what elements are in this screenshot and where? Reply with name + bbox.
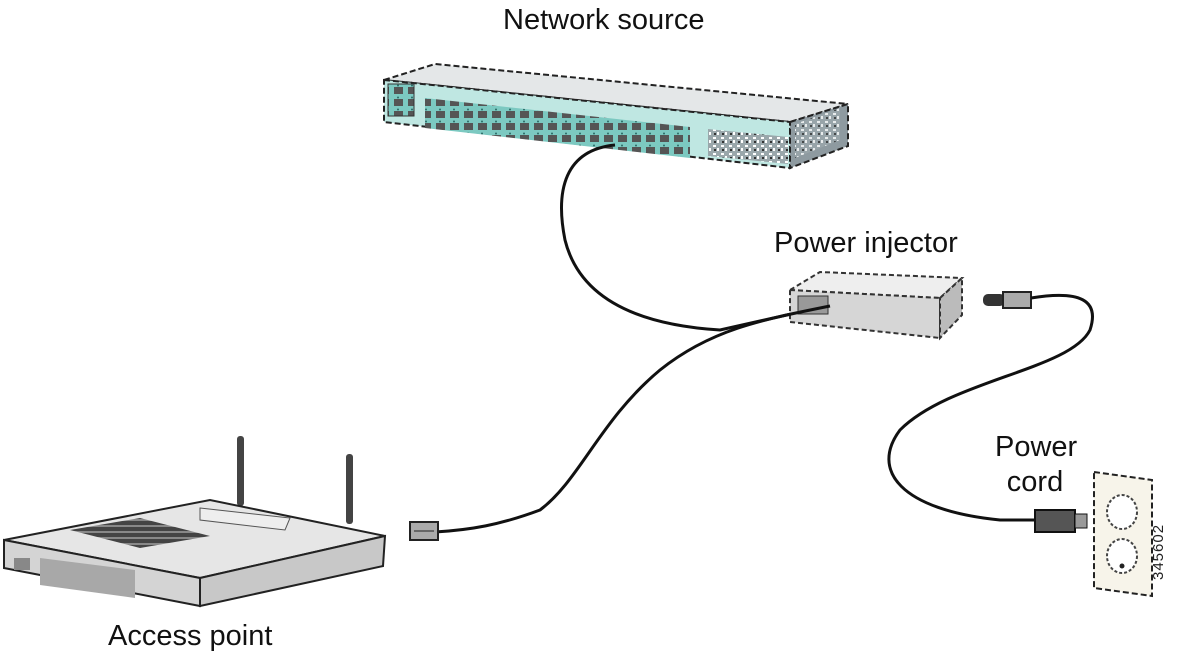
label-power-cord: Power cord (985, 430, 1085, 501)
label-power-injector: Power injector (774, 227, 958, 259)
label-network-source: Network source (503, 4, 705, 36)
network-switch-icon (383, 62, 849, 170)
dc-plug-icon (983, 291, 1032, 309)
access-point-icon (3, 436, 387, 608)
ac-plug-icon (1034, 509, 1088, 533)
label-power-cord-text: Power cord (995, 431, 1078, 499)
label-access-point: Access point (108, 620, 273, 652)
rj45-connector-icon (409, 521, 439, 541)
power-injector-icon (786, 270, 965, 341)
wall-outlet-icon (1093, 470, 1153, 598)
figure-id: 345602 (1150, 523, 1167, 580)
ethernet-cable-switch-to-injector (560, 143, 801, 332)
poe-cable-injector-to-ap (434, 304, 831, 534)
power-cord-cable (887, 293, 1094, 522)
